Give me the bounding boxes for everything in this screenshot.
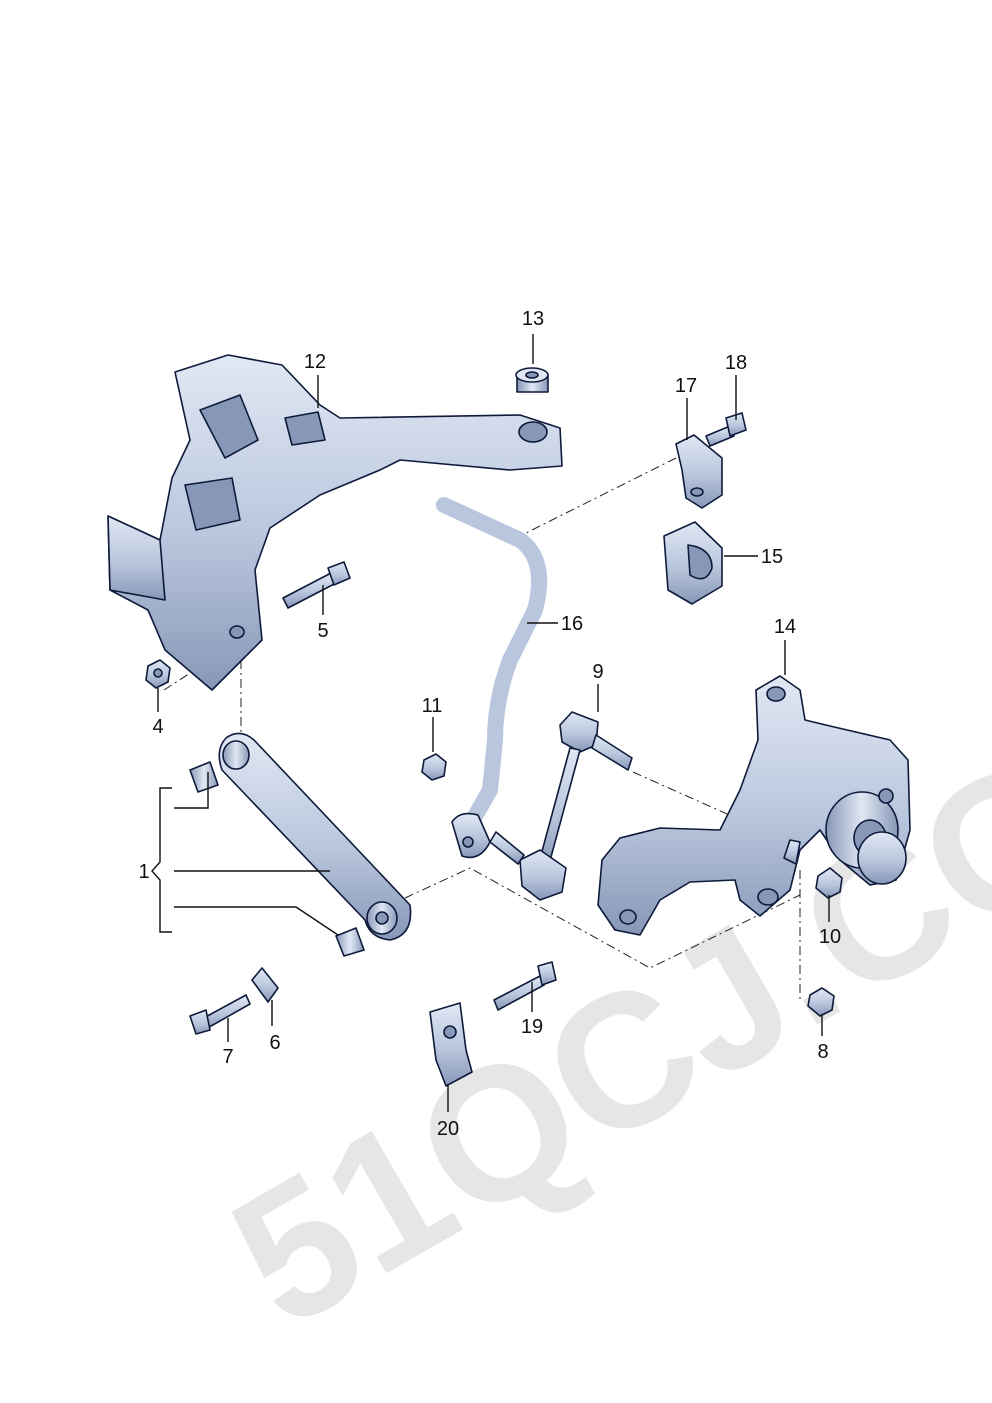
bracket-hole bbox=[443, 1025, 457, 1039]
eccentric-washer-body bbox=[251, 967, 279, 1003]
bolt-18 bbox=[705, 412, 747, 447]
alignment-line-link-knuckle bbox=[404, 867, 801, 969]
transverse-link bbox=[189, 732, 412, 957]
coupling-rod-lower-stud bbox=[489, 831, 525, 865]
leader-1-upper bbox=[174, 772, 209, 809]
coupling-rod-lower-joint bbox=[519, 849, 567, 901]
clamp bbox=[675, 434, 723, 509]
stabilizer-bar-body bbox=[436, 497, 548, 833]
transverse-link-bushing-outer bbox=[335, 927, 365, 957]
leader-lines bbox=[151, 334, 830, 1112]
eccentric-washer bbox=[251, 967, 279, 1003]
subframe-window bbox=[199, 394, 259, 459]
bracket-body bbox=[429, 1002, 473, 1087]
callout-6: 6 bbox=[269, 1032, 280, 1054]
bolt-18-shank bbox=[705, 425, 735, 447]
bolt-7 bbox=[189, 994, 251, 1035]
nut-8 bbox=[807, 987, 835, 1017]
callout-14: 14 bbox=[774, 616, 796, 638]
transverse-link-inner-eye bbox=[222, 740, 250, 770]
subframe-mount-hole bbox=[518, 421, 548, 443]
coupling-rod-shaft bbox=[537, 747, 581, 869]
callout-20: 20 bbox=[437, 1118, 459, 1140]
nut-4 bbox=[145, 659, 171, 689]
clamp-body bbox=[675, 434, 723, 509]
transverse-link-outer-hole bbox=[375, 911, 389, 925]
stabilizer-bushing bbox=[663, 521, 723, 605]
callout-17: 17 bbox=[675, 375, 697, 397]
bolt-5-shank bbox=[282, 571, 339, 609]
subframe-bolt-hole bbox=[229, 625, 245, 639]
knuckle-bolt-hole bbox=[878, 788, 894, 804]
bolt-7-head bbox=[189, 1009, 211, 1035]
callout-1: 1 bbox=[138, 861, 149, 883]
transverse-link-bushing-inner bbox=[189, 761, 219, 793]
leader-1-brace bbox=[151, 787, 172, 933]
wheel-bearing-lower-bushing bbox=[857, 831, 907, 885]
stabilizer-bar-eye bbox=[451, 812, 491, 859]
subframe bbox=[107, 354, 563, 691]
subframe-cross-member bbox=[107, 515, 166, 601]
stabilizer-bar bbox=[436, 497, 548, 859]
transverse-link-arm bbox=[218, 732, 412, 941]
knuckle-upper-eye bbox=[766, 686, 786, 702]
knuckle-front-eye bbox=[619, 909, 637, 925]
bolt-5-head bbox=[327, 561, 351, 586]
wheel-bearing-housing bbox=[597, 675, 911, 936]
nut-11 bbox=[421, 753, 447, 781]
clamp-hole bbox=[690, 487, 704, 497]
callout-12: 12 bbox=[304, 351, 326, 373]
callout-7: 7 bbox=[222, 1046, 233, 1068]
nut-10-body bbox=[815, 867, 843, 899]
nut-11-body bbox=[421, 753, 447, 781]
bolt-19-head bbox=[537, 961, 557, 986]
callout-18: 18 bbox=[725, 352, 747, 374]
knuckle-stud bbox=[783, 839, 801, 865]
callout-11: 11 bbox=[422, 695, 443, 717]
coupling-rod bbox=[489, 711, 633, 901]
nut-8-body bbox=[807, 987, 835, 1017]
callout-4: 4 bbox=[152, 716, 163, 738]
callout-15: 15 bbox=[761, 546, 783, 568]
subframe-window-2 bbox=[284, 411, 326, 446]
callout-5: 5 bbox=[317, 620, 328, 642]
callout-13: 13 bbox=[522, 308, 544, 330]
stabilizer-bar-eye-hole bbox=[462, 836, 474, 848]
bolt-5 bbox=[282, 561, 351, 609]
coupling-rod-upper-stud bbox=[591, 734, 633, 771]
callout-16: 16 bbox=[561, 613, 583, 635]
wheel-bearing-housing-body bbox=[597, 675, 911, 936]
alignment-line-knuckle-link bbox=[632, 771, 746, 823]
callout-8: 8 bbox=[817, 1041, 828, 1063]
stabilizer-bushing-slot bbox=[687, 544, 713, 580]
subframe-window-3 bbox=[184, 477, 241, 531]
callouts: 13 12 18 17 15 16 5 14 9 11 4 1 10 6 19 … bbox=[138, 308, 841, 1140]
leader-1-lower bbox=[174, 906, 339, 936]
callout-10: 10 bbox=[819, 926, 841, 948]
callout-19: 19 bbox=[521, 1016, 543, 1038]
nut-10 bbox=[815, 867, 843, 899]
mount-bushing bbox=[515, 367, 549, 393]
knuckle-lower-eye bbox=[757, 888, 779, 906]
mount-bushing-hole bbox=[525, 371, 539, 379]
callout-9: 9 bbox=[592, 661, 603, 683]
nut-4-hole bbox=[153, 668, 163, 678]
bracket bbox=[429, 1002, 473, 1087]
alignment-line-clamp bbox=[519, 457, 677, 537]
